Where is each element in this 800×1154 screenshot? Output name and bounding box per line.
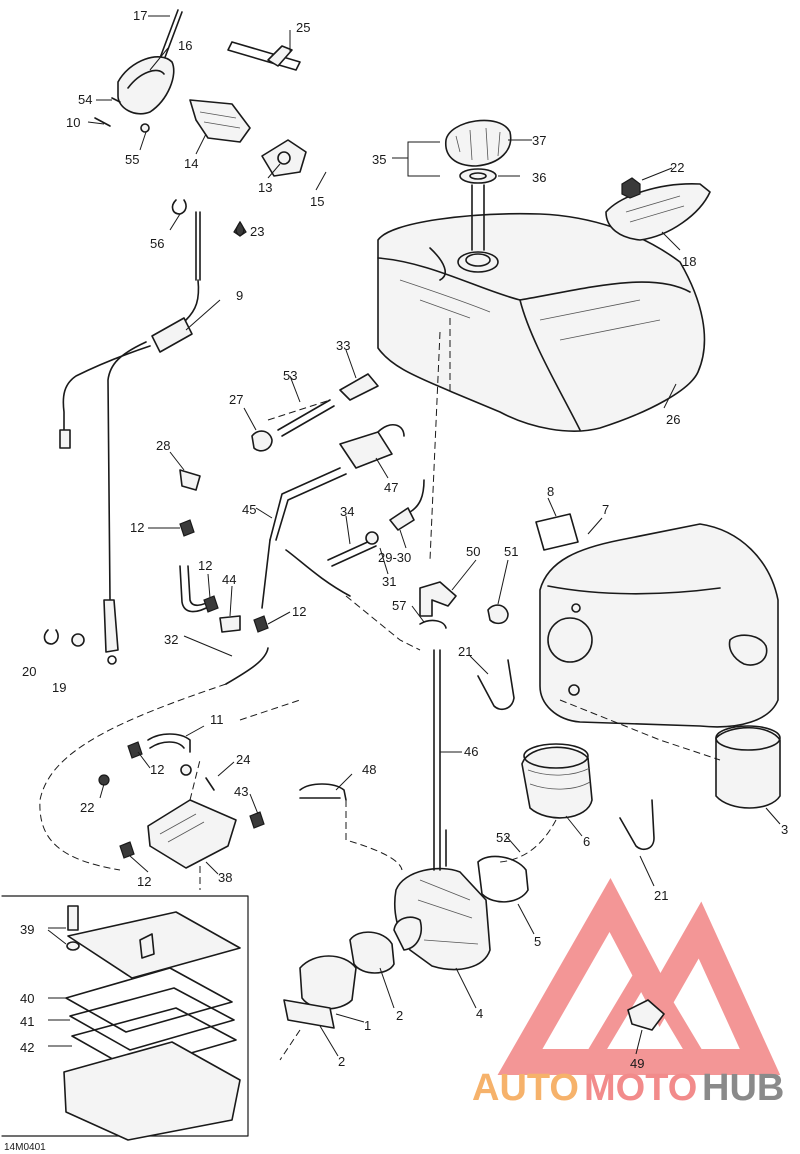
callout: 12 <box>150 762 164 777</box>
callout: 53 <box>283 368 297 383</box>
watermark-moto: MOTO <box>584 1067 697 1109</box>
bracket-25 <box>227 41 301 71</box>
callout: 8 <box>547 484 554 499</box>
tank-bracket-18 <box>605 177 711 241</box>
part-49 <box>627 999 665 1031</box>
callout: 33 <box>336 338 350 353</box>
callout-labels: 17 25 16 54 10 55 14 13 15 37 35 36 22 1… <box>20 8 788 1071</box>
callout: 51 <box>504 544 518 559</box>
clamp-21 <box>477 659 655 851</box>
callout: 13 <box>258 180 272 195</box>
callout: 28 <box>156 438 170 453</box>
watermark-hub: HUB <box>702 1067 784 1109</box>
callout: 54 <box>78 92 92 107</box>
choke-cable <box>59 211 201 665</box>
callout: 21 <box>458 644 472 659</box>
callout: 9 <box>236 288 243 303</box>
callout: 6 <box>583 834 590 849</box>
callout: 45 <box>242 502 256 517</box>
routing-lines <box>39 318 721 1061</box>
callout: 2 <box>338 1054 345 1069</box>
callout: 11 <box>210 712 224 727</box>
pulse-hoses <box>119 733 347 859</box>
callout: 48 <box>362 762 376 777</box>
callout: 21 <box>654 888 668 903</box>
callout: 14 <box>184 156 198 171</box>
callout: 31 <box>382 574 396 589</box>
label-sticker <box>535 513 579 551</box>
callout: 35 <box>372 152 386 167</box>
callout: 46 <box>464 744 478 759</box>
fuel-cap <box>445 119 512 251</box>
elbow-fittings <box>419 581 509 629</box>
callout: 42 <box>20 1040 34 1055</box>
automotohub-watermark <box>497 878 781 1075</box>
callout: 2 <box>396 1008 403 1023</box>
fuel-pump-inset <box>1 895 249 1141</box>
air-filter <box>715 725 781 809</box>
callout: 3 <box>781 822 788 837</box>
callout: 1 <box>364 1018 371 1033</box>
automotohub-wordmark: AUTO MOTO HUB <box>472 1067 784 1109</box>
callout: 17 <box>133 8 147 23</box>
callout: 4 <box>476 1006 483 1021</box>
callout: 56 <box>150 236 164 251</box>
callout: 12 <box>130 520 144 535</box>
callout: 5 <box>534 934 541 949</box>
callout: 55 <box>125 152 139 167</box>
clips <box>43 199 247 647</box>
oil-tank <box>539 523 779 728</box>
callout: 47 <box>384 480 398 495</box>
fuel-tank <box>377 212 706 432</box>
callout: 12 <box>137 874 151 889</box>
callout: 23 <box>250 224 264 239</box>
callout: 38 <box>218 870 232 885</box>
drop-icon <box>235 220 245 237</box>
callout: 39 <box>20 922 34 937</box>
callout: 52 <box>496 830 510 845</box>
callout: 27 <box>229 392 243 407</box>
callout: 43 <box>234 784 248 799</box>
callout: 12 <box>198 558 212 573</box>
callout: 25 <box>296 20 310 35</box>
callout: 24 <box>236 752 250 767</box>
diagram-code: 14M0401 <box>4 1142 46 1153</box>
callout: 15 <box>310 194 324 209</box>
callout: 18 <box>682 254 696 269</box>
callout: 40 <box>20 991 34 1006</box>
callout: 44 <box>222 572 236 587</box>
callout: 22 <box>80 800 94 815</box>
callout: 22 <box>670 160 684 175</box>
callout: 29-30 <box>378 550 411 565</box>
callout: 12 <box>292 604 306 619</box>
callout: 34 <box>340 504 354 519</box>
callout: 41 <box>20 1014 34 1029</box>
fuel-lines <box>179 373 425 685</box>
callout: 26 <box>666 412 680 427</box>
fuel-pump <box>98 764 237 869</box>
callout: 16 <box>178 38 192 53</box>
callout: 20 <box>22 664 36 679</box>
leader-lines <box>47 15 781 1057</box>
callout: 36 <box>532 170 546 185</box>
callout: 10 <box>66 115 80 130</box>
callout: 57 <box>392 598 406 613</box>
carburetor-assembly <box>283 649 593 1029</box>
callout: 7 <box>602 502 609 517</box>
callout: 50 <box>466 544 480 559</box>
callout: 19 <box>52 680 66 695</box>
watermark-auto: AUTO <box>472 1067 579 1109</box>
callout: 49 <box>630 1056 644 1071</box>
callout: 37 <box>532 133 546 148</box>
callout: 32 <box>164 632 178 647</box>
